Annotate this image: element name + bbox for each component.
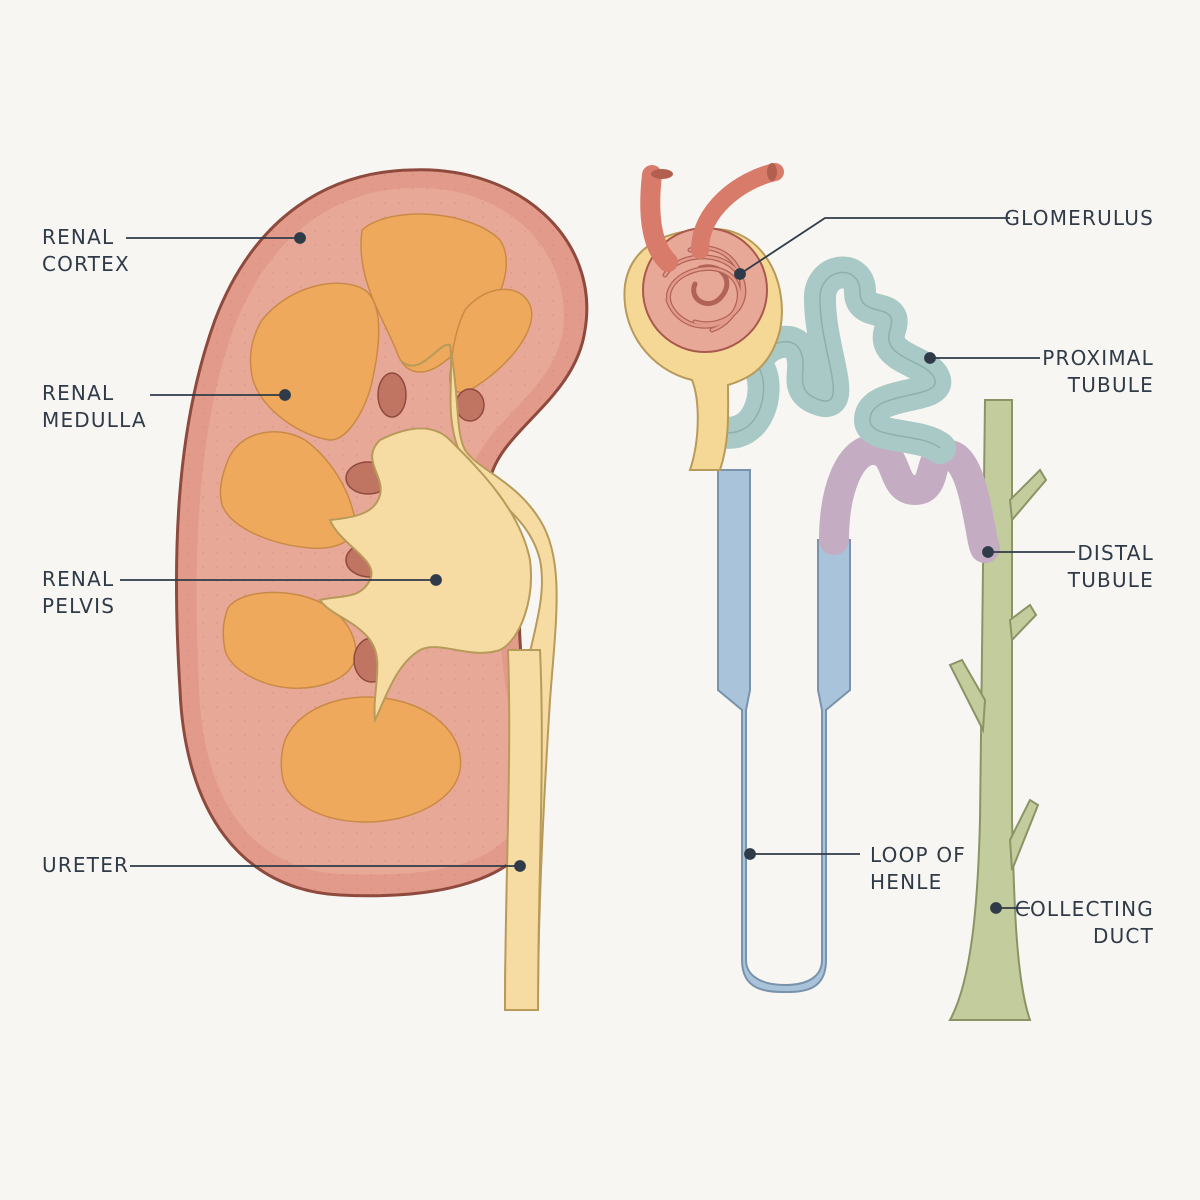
label-glomerulus: GLOMERULUS [1004,206,1154,230]
pyramid-5 [222,591,357,689]
loop-of-henle [717,469,851,994]
ureter-tube [503,649,543,1011]
medullary-pyramids [219,213,533,823]
efferent-arteriole [691,163,784,259]
kidney [174,168,589,1011]
leader-glomerulus [739,217,1010,275]
distal-tubule [819,435,1000,563]
calyx-2 [455,388,485,422]
nephron [623,163,1048,1021]
label-ureter: URETER [42,853,130,877]
calyx-1 [377,372,407,418]
leader-lines [120,217,1075,914]
pyramid-3 [249,282,380,441]
afferent-arteriole [640,165,678,272]
collecting-duct [948,399,1048,1021]
renal-pelvis-body [318,427,532,724]
pyramid-6 [280,696,462,823]
